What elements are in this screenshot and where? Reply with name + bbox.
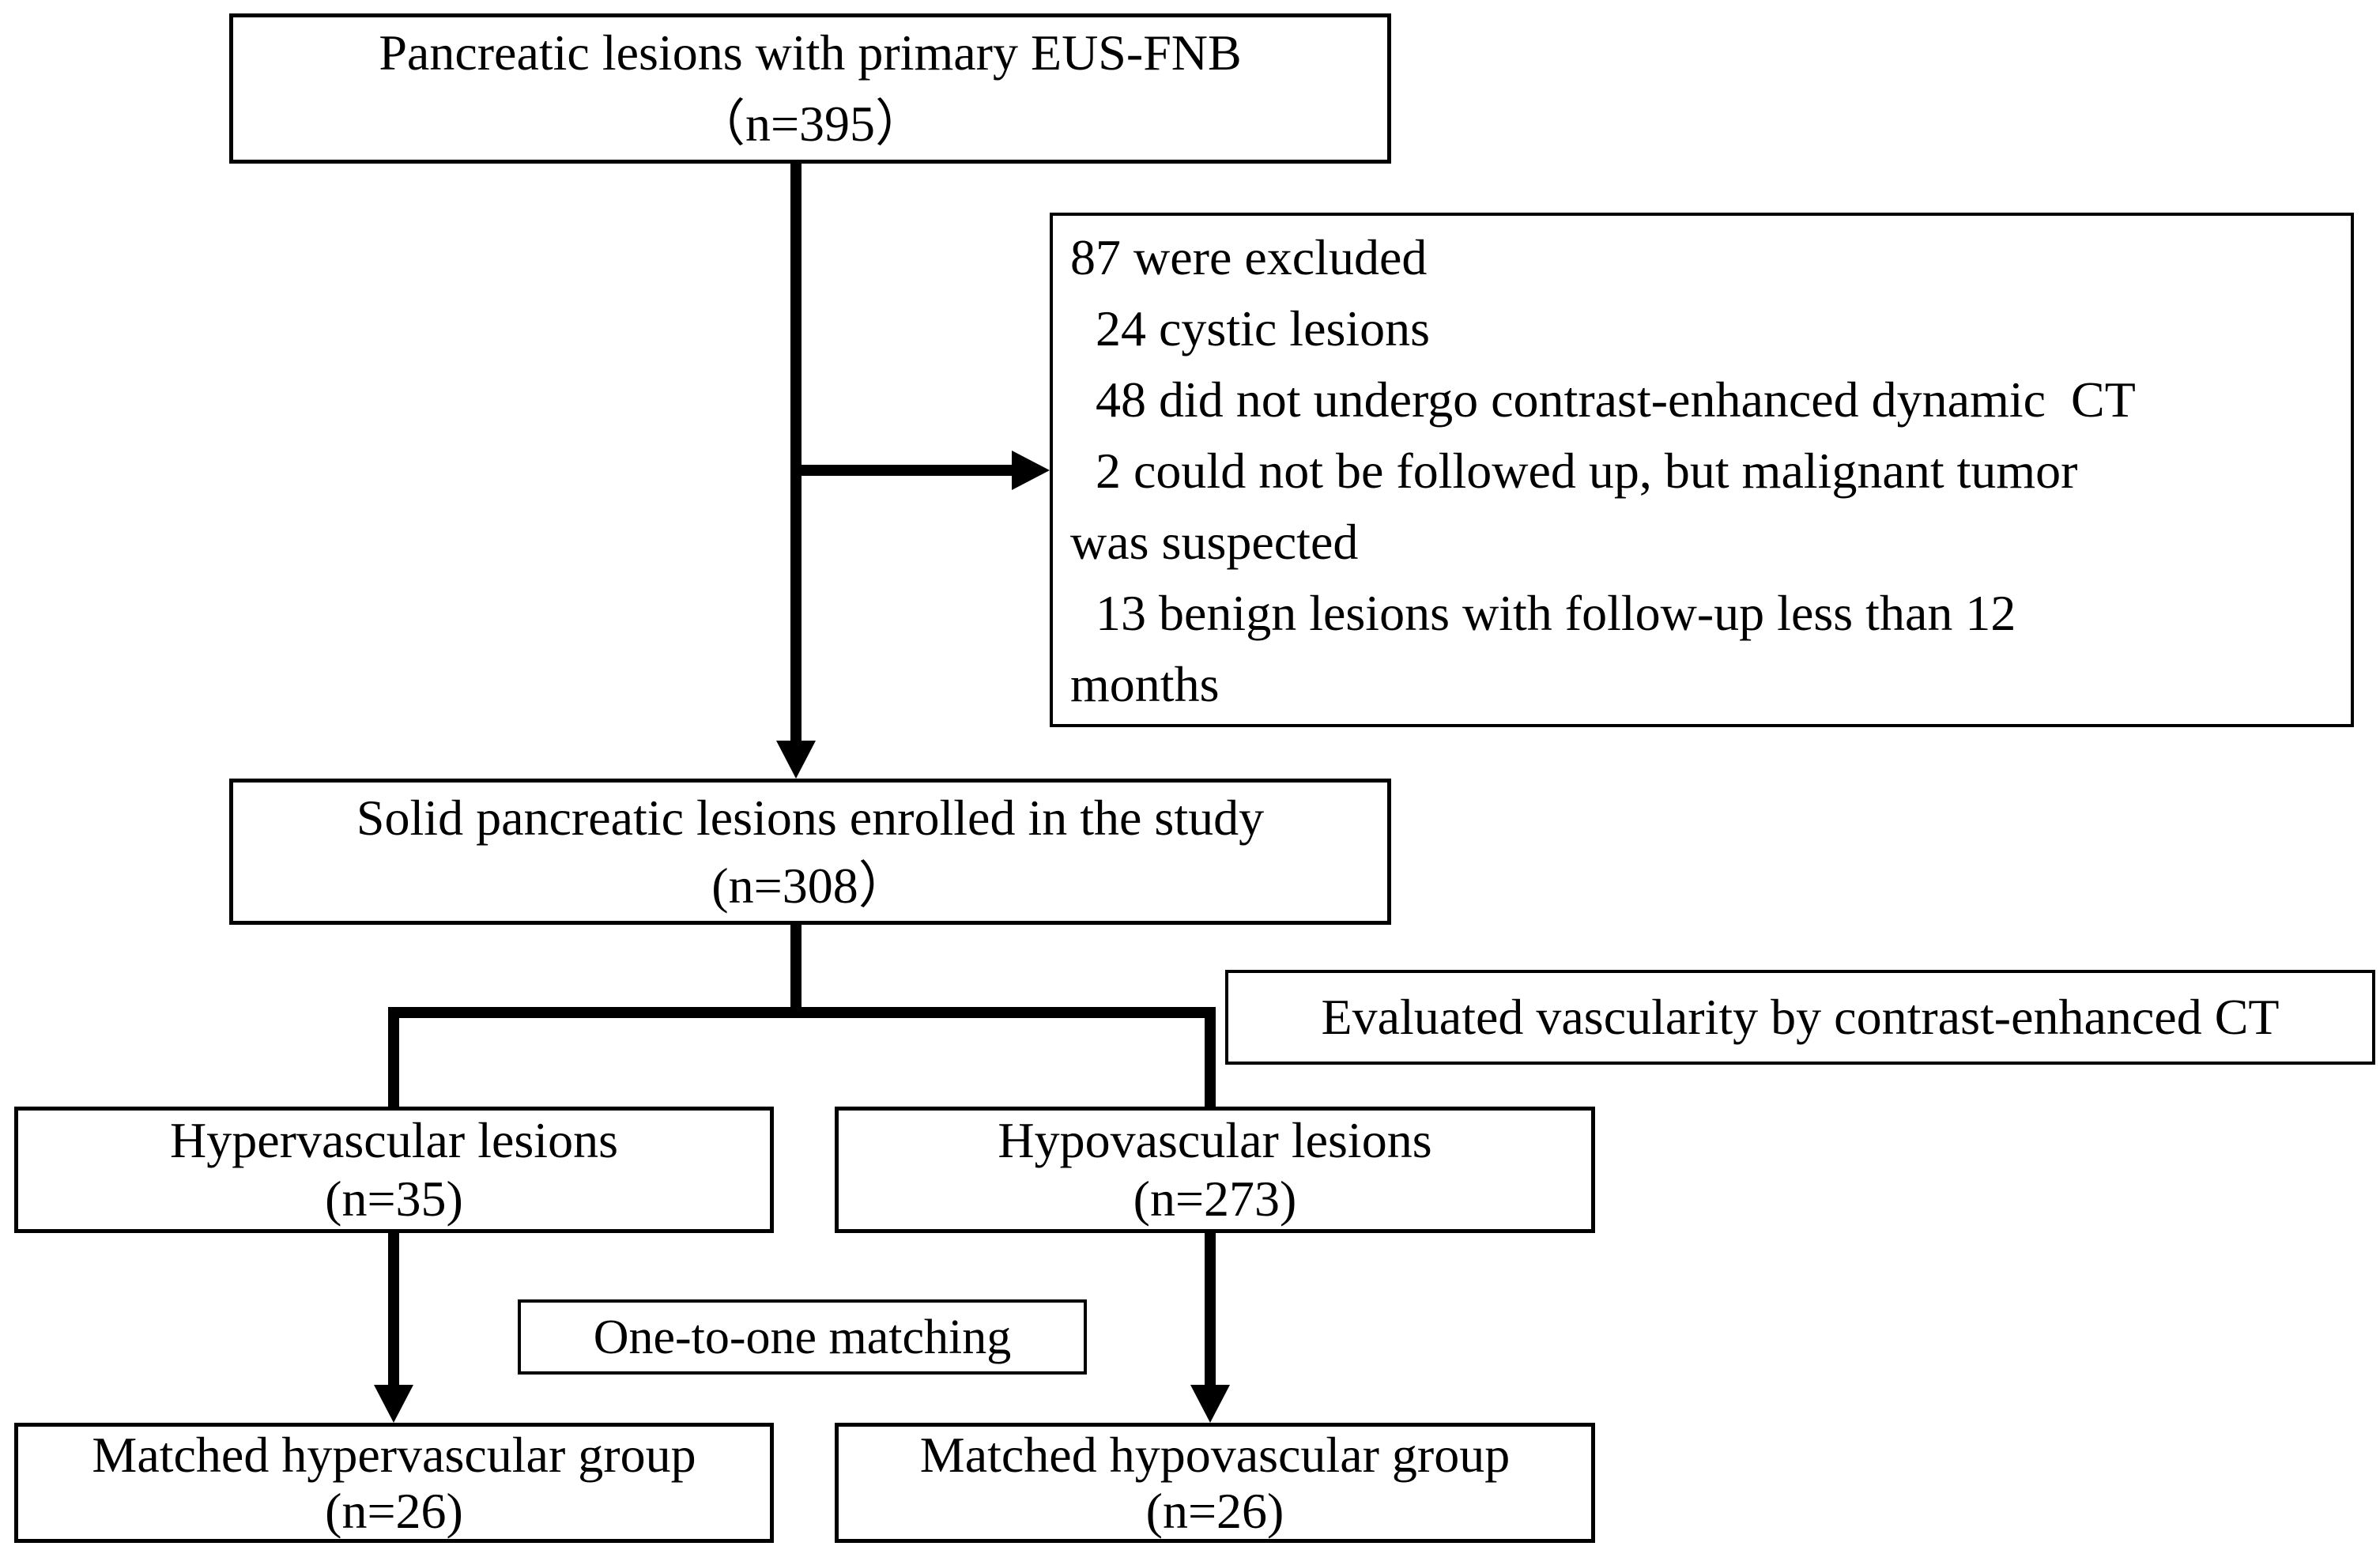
box-hypovascular-title: Hypovascular lesions xyxy=(998,1112,1432,1168)
excluded-line: 13 benign lesions with follow-up less th… xyxy=(1070,585,2016,641)
excluded-line: was suspected xyxy=(1070,514,1359,570)
box-matched-hypervascular-count: (n=26) xyxy=(325,1483,463,1539)
arrowhead-down-hyper-icon xyxy=(374,1385,413,1423)
box-matched-hypervascular-title: Matched hypervascular group xyxy=(92,1427,696,1483)
box-primary-eus-fnb-title: Pancreatic lesions with primary EUS-FNB xyxy=(379,25,1242,81)
connector-branch-horizontal xyxy=(388,1007,1216,1018)
connector-branch-left xyxy=(388,1007,399,1107)
box-solid-lesions-title: Solid pancreatic lesions enrolled in the… xyxy=(356,789,1265,846)
connector-hypo-to-matched xyxy=(1205,1233,1216,1387)
connector-branch-right xyxy=(1205,1007,1216,1107)
box-matched-hypovascular-count: (n=26) xyxy=(1145,1483,1284,1539)
arrowhead-right-to-excluded-icon xyxy=(1012,451,1050,490)
box-matched-hypervascular: Matched hypervascular group (n=26) xyxy=(14,1423,774,1543)
excluded-line: 48 did not undergo contrast-enhanced dyn… xyxy=(1070,371,2136,428)
box-primary-eus-fnb-count: （n=395） xyxy=(694,96,926,152)
excluded-line: 2 could not be followed up, but malignan… xyxy=(1070,443,2078,499)
box-hypervascular-count: (n=35) xyxy=(325,1171,463,1227)
box-hypervascular-title: Hypervascular lesions xyxy=(170,1112,618,1168)
excluded-line: 87 were excluded xyxy=(1070,229,1428,285)
box-solid-lesions: Solid pancreatic lesions enrolled in the… xyxy=(229,779,1391,925)
box-evaluated-vascularity: Evaluated vascularity by contrast-enhanc… xyxy=(1225,970,2375,1065)
excluded-line: months xyxy=(1070,656,1220,712)
connector-solid-to-branch xyxy=(790,925,802,1018)
box-matched-hypovascular: Matched hypovascular group (n=26) xyxy=(835,1423,1595,1543)
connector-top-to-solid xyxy=(790,164,802,743)
box-hypovascular: Hypovascular lesions (n=273) xyxy=(835,1107,1595,1233)
box-one-to-one-matching: One-to-one matching xyxy=(518,1299,1087,1375)
box-evaluated-vascularity-label: Evaluated vascularity by contrast-enhanc… xyxy=(1321,989,2280,1045)
box-matched-hypovascular-title: Matched hypovascular group xyxy=(919,1427,1511,1483)
box-solid-lesions-count: (n=308） xyxy=(711,857,909,914)
box-hypovascular-count: (n=273) xyxy=(1133,1171,1297,1227)
connector-to-excluded xyxy=(796,465,1015,476)
excluded-line: 24 cystic lesions xyxy=(1070,300,1431,356)
box-hypervascular: Hypervascular lesions (n=35) xyxy=(14,1107,774,1233)
arrowhead-down-to-solid-icon xyxy=(776,741,816,779)
arrowhead-down-hypo-icon xyxy=(1190,1385,1230,1423)
connector-hyper-to-matched xyxy=(388,1233,399,1387)
box-primary-eus-fnb: Pancreatic lesions with primary EUS-FNB … xyxy=(229,13,1391,164)
box-excluded: 87 were excluded 24 cystic lesions 48 di… xyxy=(1050,213,2354,727)
box-one-to-one-matching-label: One-to-one matching xyxy=(593,1310,1012,1364)
